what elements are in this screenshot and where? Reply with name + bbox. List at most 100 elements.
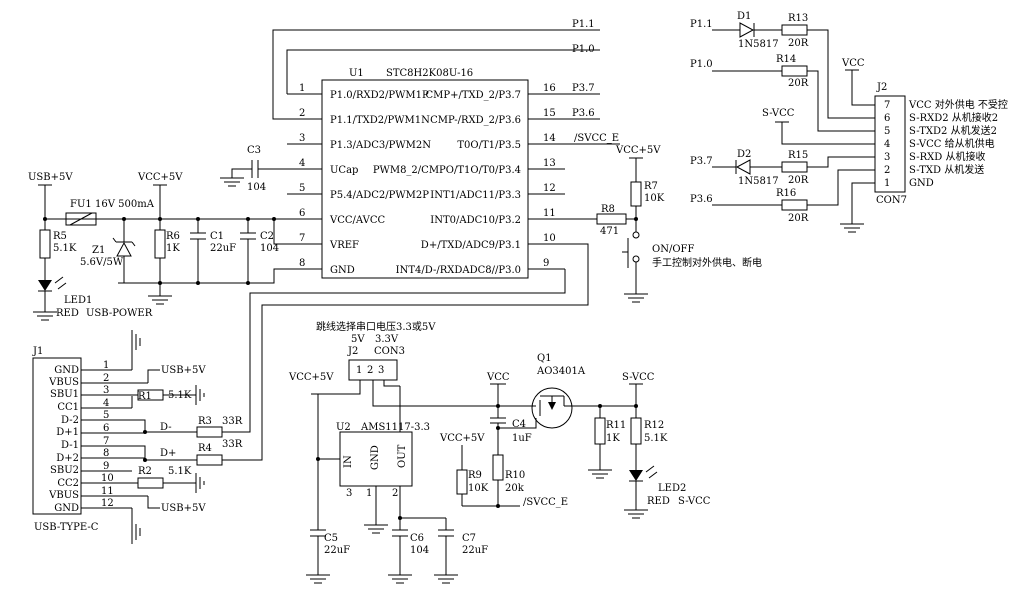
u1-pin-16-name: CMP+/TXD_2/P3.7	[425, 90, 521, 101]
u1-pin-8-num: 8	[299, 258, 305, 269]
z1-zener: Z1 5.6V/5W	[80, 219, 160, 284]
u1-mcu: U1 STC8H2K08U-16 1 P1.0/RXD2/PWM1P 2 P1.…	[287, 68, 565, 279]
j1-pin-1: 1	[103, 360, 109, 371]
u1-body	[321, 79, 529, 279]
fu1-val: 16V 500mA	[95, 199, 155, 210]
r3-ref: R3	[198, 416, 212, 427]
r9-ref: R9	[468, 470, 482, 481]
u1-pin-7-name: VREF	[329, 240, 359, 251]
net-vcc5v-left: VCC+5V	[137, 172, 183, 183]
p1-nets	[272, 29, 620, 145]
c7-val: 22uF	[462, 545, 488, 556]
jumper-pin-3: 3	[378, 365, 384, 376]
u1-pin-10-num: 10	[543, 233, 556, 244]
j1-pin-11: 11	[101, 486, 114, 497]
d2-ref: D2	[737, 149, 751, 160]
r10-val: 20k	[505, 483, 525, 494]
r5-ref: R5	[53, 231, 67, 242]
u1-pin-1-num: 1	[299, 83, 305, 94]
c2-ref: C2	[260, 231, 274, 242]
net-p10-top: P1.0	[572, 44, 595, 55]
u2-pin2: 2	[392, 488, 398, 499]
fu1-fuse: FU1 16V 500mA	[65, 199, 155, 226]
c2-val: 104	[260, 243, 279, 254]
j2-pin-6: 6	[884, 113, 890, 124]
r12-val: 5.1K	[644, 433, 668, 444]
net-vcc-j2: VCC	[841, 58, 865, 69]
jumper-33v: 3.3V	[375, 334, 399, 345]
u1-pin-6-name: VCC/AVCC	[329, 215, 385, 226]
j2-desc-4: S-VCC 给从机供电	[909, 137, 995, 150]
q1-part: AO3401A	[536, 366, 586, 377]
r15-ref: R15	[788, 150, 808, 161]
j1-pin-8: 8	[103, 448, 109, 459]
net-dminus: D-	[160, 422, 172, 433]
c1-ref: C1	[210, 231, 224, 242]
net-svcc-e-mcu: /SVCC_E	[574, 133, 619, 144]
u1-ref: U1	[349, 68, 364, 79]
sw-label: ON/OFF	[652, 244, 694, 255]
net-vcc-q1: VCC	[486, 372, 510, 383]
j1-pin-5-name: D-2	[61, 415, 79, 426]
u1-pin-3-name: P1.3/ADC3/PWM2N	[330, 140, 431, 151]
j2-type: CON7	[876, 195, 907, 206]
j1-pin-12: 12	[101, 498, 114, 509]
j2-ref: J2	[876, 82, 887, 93]
jumper-desc: 跳线选择串口电压3.3或5V	[316, 320, 436, 333]
j2-pins: 7 6 5 4 3 2 1	[884, 100, 890, 189]
j1-pin-3-name: SBU1	[50, 389, 79, 400]
r5-val: 5.1K	[53, 243, 77, 254]
j1-pin-6-name: D+1	[56, 427, 79, 438]
j1-pin-12-name: GND	[54, 503, 79, 514]
u2-gnd-label: GND	[370, 445, 381, 470]
d2-r15: P3.7 D2 1N5817 R15 20R	[690, 149, 809, 187]
j2-desc-3: S-RXD 从机接收	[909, 150, 985, 163]
c3-val: 104	[247, 182, 266, 193]
c1-c2: C1 22uF C2 104	[160, 219, 279, 284]
r4-resistor	[196, 454, 223, 466]
j1-pin-6: 6	[103, 423, 109, 434]
j2-pin-4: 4	[884, 139, 890, 150]
r2-val: 5.1K	[168, 466, 192, 477]
r9-r10: VCC+5V R9 10K R10 20k /SVCC_E	[439, 433, 568, 508]
r11-ref: R11	[606, 420, 626, 431]
net-p36-mcu: P3.6	[572, 108, 595, 119]
c3-ref: C3	[247, 145, 261, 156]
net-p10-right: P1.0	[690, 59, 713, 70]
r6-resistor: R6 1K	[148, 229, 180, 305]
u1-pin-5-num: 5	[299, 183, 305, 194]
led1-ref: LED1	[64, 295, 92, 306]
j2-pin-7: 7	[884, 100, 890, 111]
j1-body	[32, 357, 82, 515]
net-usb5v-j1-bot: USB+5V	[161, 503, 206, 514]
r9-val: 10K	[468, 483, 489, 494]
u2-in-label: IN	[343, 455, 354, 468]
q1-pmos: VCC Q1 AO3401A C4 1uF S-VCC	[486, 353, 655, 455]
c6-val: 104	[410, 545, 429, 556]
u1-pin-6-num: 6	[299, 208, 305, 219]
net-usb5v-j1-top: USB+5V	[161, 365, 206, 376]
j1-pin-1-name: GND	[54, 365, 79, 376]
r13-ref: R13	[788, 13, 808, 24]
d1-val: 1N5817	[738, 39, 779, 50]
u1-pin-5-name: P5.4/ADC2/PWM2P	[330, 190, 429, 201]
r1-resistor	[137, 389, 164, 401]
r1-val: 5.1K	[168, 390, 192, 401]
r7-switch: VCC+5V R7 10K ON/OFF 手工控制对外供电、断电	[615, 145, 762, 303]
r11-r12-led2: R11 1K R12 5.1K LED2 RED S-VCC	[588, 406, 711, 519]
u2-pin1: 1	[366, 488, 372, 499]
j1-pin-4-name: CC1	[57, 402, 79, 413]
u1-pin-2-num: 2	[299, 108, 305, 119]
net-p11-right: P1.1	[690, 19, 713, 30]
r16-val: 20R	[788, 213, 809, 224]
u1-pin-2-name: P1.1/TXD2/PWM1N	[330, 115, 430, 126]
r1-ref: R1	[138, 391, 152, 402]
u1-part: STC8H2K08U-16	[386, 68, 473, 79]
u1-pin-14-name: T0O/T1/P3.5	[457, 140, 521, 151]
j1-pin-10: 10	[101, 473, 114, 484]
r5-led1: R5 5.1K LED1 RED USB-POWER	[33, 229, 153, 321]
j1-pin-9: 9	[103, 461, 109, 472]
net-vcc5v-r9: VCC+5V	[439, 433, 485, 444]
c1-val: 22uF	[210, 243, 236, 254]
net-vcc5v-r7: VCC+5V	[615, 145, 661, 156]
